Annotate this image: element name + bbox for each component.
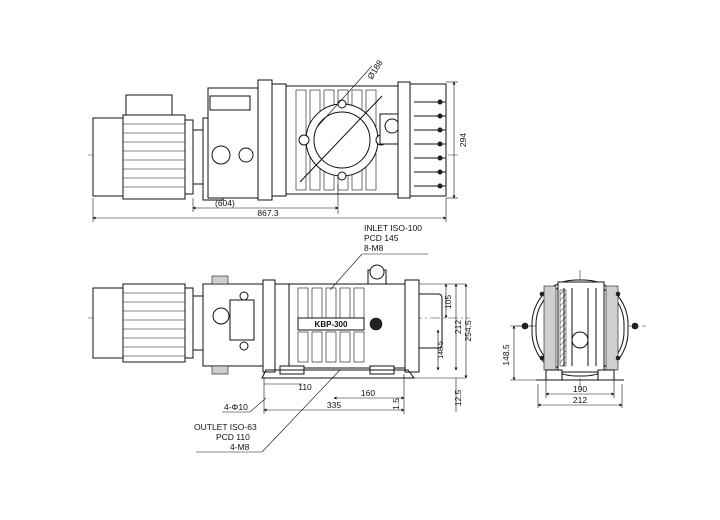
outlet-line-3: 4-M8 <box>230 442 250 452</box>
side-dim-148-5-label: 148.5 <box>501 344 511 366</box>
motor-top <box>92 94 204 200</box>
gear-housing-top <box>202 79 287 201</box>
outlet-line-2: PCD 110 <box>216 432 250 442</box>
dim-160-label: 160 <box>361 388 375 398</box>
outlet-callout: OUTLET ISO-63 PCD 110 4-M8 <box>194 369 341 453</box>
motor-front <box>92 283 204 363</box>
dim-dia-188-label: Ø188 <box>365 58 385 81</box>
dim-1-5-label: 1.5 <box>391 398 401 410</box>
side-dim-212-label: 212 <box>573 395 587 405</box>
side-view-dimensions: 148.5 190 212 <box>501 325 623 408</box>
dim-254-5-label: 254.5 <box>463 320 473 342</box>
dim-867-label: 867.3 <box>257 208 279 218</box>
inlet-callout: INLET ISO-100 PCD 145 8-M8 <box>329 223 428 291</box>
dim-110-label: 110 <box>298 382 312 392</box>
front-view-dimensions: 110 160 335 1.5 4-Φ10 105 212 254.5 148.… <box>222 283 473 414</box>
inlet-line-1: INLET ISO-100 <box>364 223 422 233</box>
rotor-body-front: KBP-300 <box>261 264 443 379</box>
gearbox-front <box>202 275 290 375</box>
dim-604-label: (604) <box>215 198 235 208</box>
dim-12-5-label: 12.5 <box>453 389 463 406</box>
top-view: 294 Ø188 (604) 867.3 <box>88 58 468 222</box>
dim-335-label: 335 <box>327 400 341 410</box>
dim-4phi10-label: 4-Φ10 <box>224 402 248 412</box>
side-view: 148.5 190 212 <box>501 270 646 408</box>
nameplate-label: KBP-300 <box>315 320 348 329</box>
front-view: KBP-300 110 160 335 1.5 4-Φ10 <box>88 264 473 414</box>
side-dim-190-label: 190 <box>573 384 587 394</box>
dim-105-label: 105 <box>443 295 453 309</box>
dim-148-5-small-label: 148.5 <box>438 341 445 359</box>
inlet-line-3: 8-M8 <box>364 243 384 253</box>
outlet-line-1: OUTLET ISO-63 <box>194 422 257 432</box>
dim-212-label: 212 <box>453 320 463 334</box>
rotor-casing-top <box>285 85 400 195</box>
dim-294-label: 294 <box>458 133 468 147</box>
inlet-line-2: PCD 145 <box>364 233 399 243</box>
end-cap-top <box>397 81 447 199</box>
